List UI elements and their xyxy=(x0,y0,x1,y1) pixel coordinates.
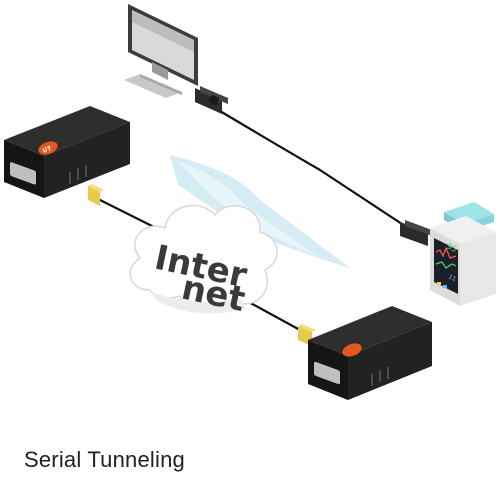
monitor-readout: 95 xyxy=(445,242,458,254)
diagram-caption: Serial Tunneling xyxy=(24,447,185,472)
device-badge: UT xyxy=(42,145,54,155)
desktop-monitor-icon xyxy=(124,4,198,98)
internet-cloud-icon: Inter net xyxy=(129,204,278,320)
rj45-connector-icon xyxy=(88,184,104,206)
network-cable-left xyxy=(95,197,161,231)
serial-device-server-icon: UT xyxy=(4,106,130,198)
db9-connector-icon-right xyxy=(400,220,432,246)
serial-cable-top xyxy=(214,107,409,229)
monitor-readout-small: 11 xyxy=(447,273,457,283)
db9-connector-icon xyxy=(195,86,228,114)
network-cable-right xyxy=(244,299,301,331)
patient-monitor-icon: 95 11 xyxy=(430,202,496,306)
serial-device-server-icon-bottom xyxy=(308,306,432,400)
